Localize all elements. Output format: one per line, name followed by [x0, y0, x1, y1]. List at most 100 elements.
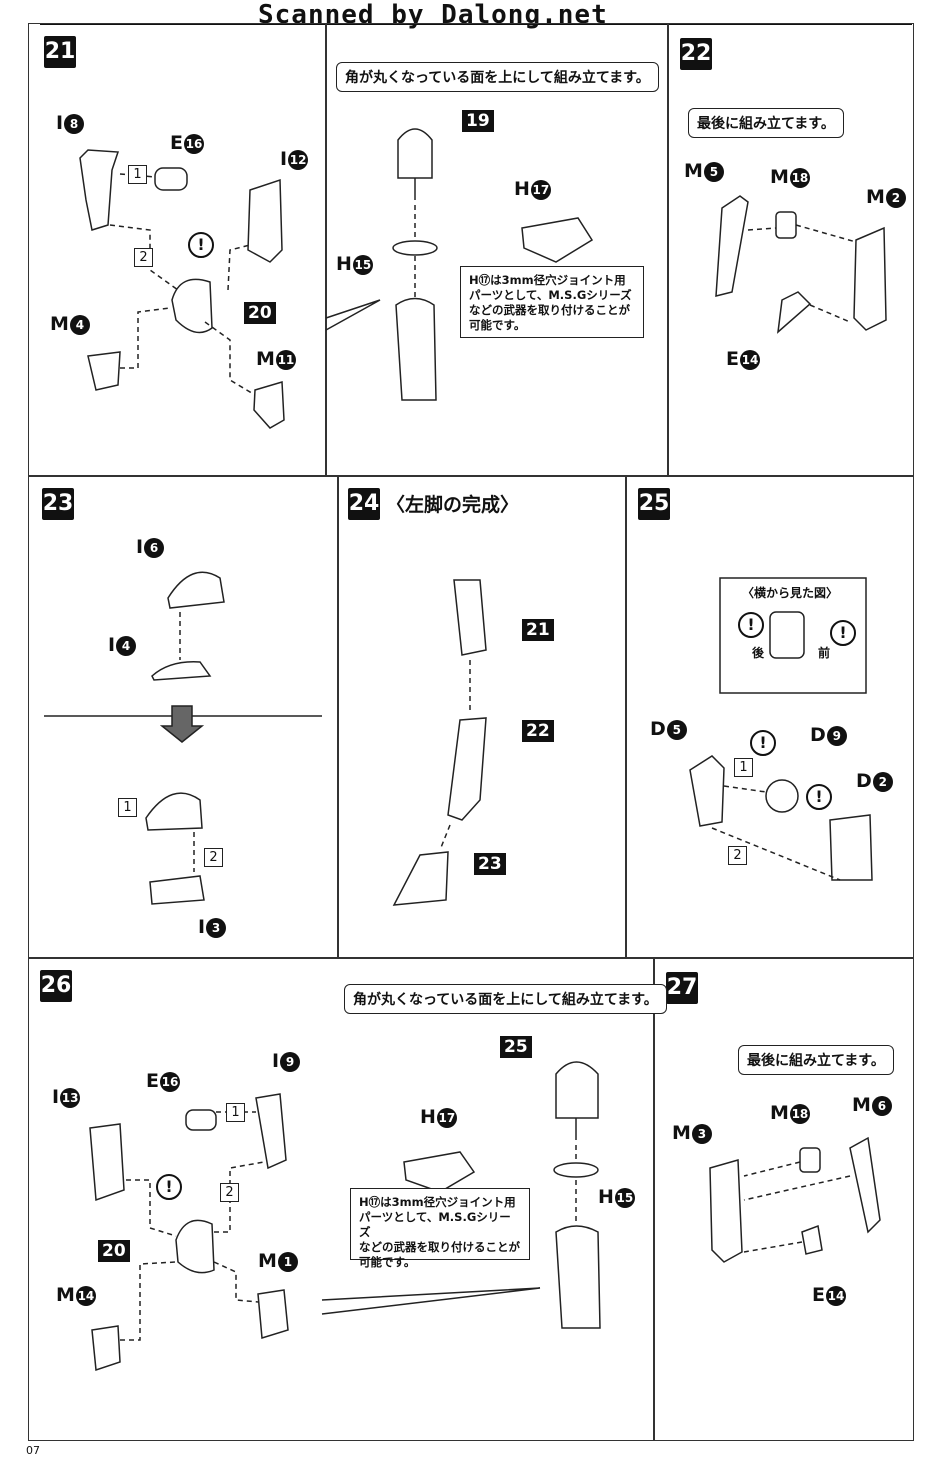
panel-step-23 — [28, 476, 338, 958]
tag-20b: 20 — [98, 1240, 130, 1262]
part-e14 — [777, 291, 812, 334]
tag-21: 21 — [522, 619, 554, 641]
scanner-banner: Scanned by Dalong.net — [258, 0, 608, 30]
callout-round-face-up: 角が丸くなっている面を上にして組み立てます。 — [336, 62, 659, 92]
note-line: H⑰は3mm径穴ジョイント用 — [469, 273, 626, 287]
part-i13 — [89, 1123, 125, 1202]
part-d5 — [689, 755, 725, 827]
part-h17-b — [403, 1151, 476, 1193]
step-number-22: 22 — [680, 38, 712, 70]
note-line: などの武器を取り付けることが — [359, 1240, 520, 1254]
order-box-1: 1 — [734, 758, 753, 777]
panel-step-25 — [626, 476, 914, 958]
part-e16-b — [185, 1109, 217, 1131]
order-box-2: 2 — [134, 248, 153, 267]
tag-25: 25 — [500, 1036, 532, 1058]
tag-23: 23 — [474, 853, 506, 875]
part-m18-b — [799, 1147, 821, 1173]
part-i9 — [255, 1093, 287, 1170]
lower-leg-b — [555, 1225, 601, 1329]
note-line: 可能です。 — [359, 1255, 416, 1269]
leg-upper — [453, 579, 487, 656]
side-view-box — [719, 577, 867, 694]
leg-mid — [447, 717, 487, 821]
part-m2 — [853, 226, 887, 331]
part-m3 — [709, 1159, 743, 1263]
warning-icon: ! — [738, 612, 764, 638]
part-e16 — [154, 167, 188, 191]
part-m6 — [849, 1136, 881, 1234]
panel-step-21b — [326, 23, 668, 476]
note-line: パーツとして、M.S.Gシリーズ — [469, 288, 632, 302]
down-arrow — [159, 705, 205, 743]
side-view-back: 後 — [752, 646, 765, 660]
left-leg-complete-title: 〈左脚の完成〉 — [386, 494, 520, 516]
order-box-2: 2 — [220, 1183, 239, 1202]
panel-step-21 — [28, 23, 326, 476]
page-number: 07 — [26, 1444, 40, 1457]
order-box-2: 2 — [204, 848, 223, 867]
part-20-ball — [171, 278, 213, 334]
part-19-cap — [397, 128, 433, 179]
warning-icon: ! — [156, 1174, 182, 1200]
note-line: などの武器を取り付けることが — [469, 303, 630, 317]
warning-icon: ! — [750, 730, 776, 756]
part-m18 — [775, 211, 797, 239]
warning-icon: ! — [830, 620, 856, 646]
step-number-27: 27 — [666, 972, 698, 1004]
tag-19: 19 — [462, 110, 494, 132]
part-m14 — [91, 1325, 121, 1372]
part-e14-b — [801, 1224, 823, 1255]
part-i8 — [79, 149, 120, 231]
step-number-26: 26 — [40, 970, 72, 1002]
note-h17: H⑰は3mm径穴ジョイント用 パーツとして、M.S.Gシリーズ などの武器を取り… — [460, 266, 644, 338]
panel-step-27 — [654, 958, 914, 1441]
part-m4 — [87, 351, 121, 391]
part-d2 — [829, 814, 873, 881]
part-i6 — [167, 571, 225, 609]
order-box-2: 2 — [728, 846, 747, 865]
part-20-ball-b — [175, 1219, 215, 1274]
panel-step-22 — [668, 23, 914, 476]
part-m1 — [257, 1289, 289, 1339]
side-view-front: 前 — [818, 646, 831, 660]
part-i4 — [151, 661, 212, 681]
part-d9 — [765, 779, 799, 813]
part-m11 — [253, 381, 285, 429]
part-25-cap — [555, 1061, 599, 1119]
order-box-1: 1 — [118, 798, 137, 817]
note-line: 可能です。 — [469, 318, 526, 332]
order-box-1: 1 — [226, 1103, 245, 1122]
callout-round-face-up-2: 角が丸くなっている面を上にして組み立てます。 — [344, 984, 667, 1014]
step-number-21: 21 — [44, 36, 76, 68]
warning-icon: ! — [188, 232, 214, 258]
leg-foot — [392, 851, 449, 906]
banner-rule — [40, 23, 912, 25]
side-view-label: 〈横から見た図〉 — [742, 586, 839, 600]
part-i3-assembly — [149, 875, 205, 905]
step-number-25: 25 — [638, 488, 670, 520]
note-h17-b: H⑰は3mm径穴ジョイント用 パーツとして、M.S.Gシリーズ などの武器を取り… — [350, 1188, 530, 1269]
